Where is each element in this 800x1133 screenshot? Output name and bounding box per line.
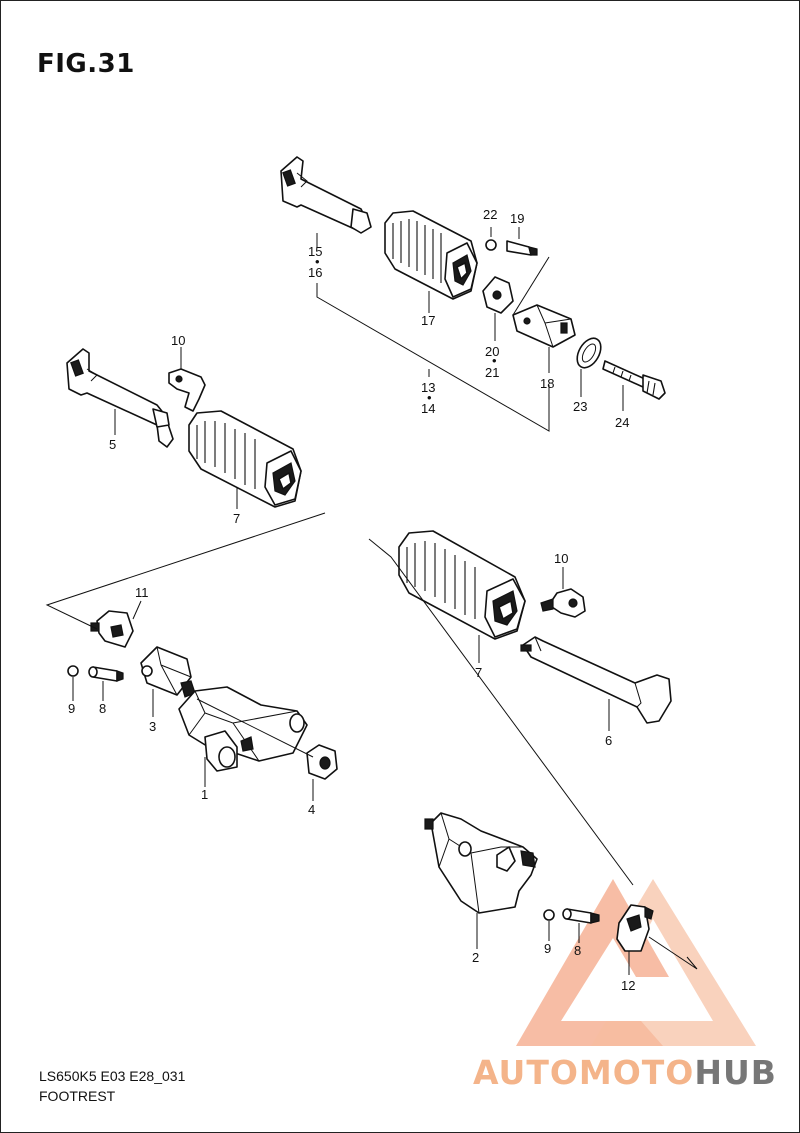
callout-8-right: 8: [574, 943, 581, 958]
callout-14: 14: [421, 401, 435, 416]
part-8-pin-left: [88, 666, 124, 682]
callout-13: 13: [421, 380, 435, 395]
callout-24: 24: [615, 415, 629, 430]
top-group-leader-lines: [316, 227, 624, 432]
callout-9-left: 9: [68, 701, 75, 716]
figure-title: FIG.31: [37, 49, 135, 79]
part-10-clip-right: [540, 588, 586, 618]
part-17-footrest-rubber: [384, 210, 478, 300]
callout-18: 18: [540, 376, 554, 391]
callout-11: 11: [135, 585, 149, 600]
callout-21: 21: [485, 365, 499, 380]
callout-19: 19: [510, 211, 524, 226]
callout-1: 1: [201, 787, 208, 802]
callout-4: 4: [308, 802, 315, 817]
part-9-cap-right: [543, 909, 555, 921]
part-8-pin-right: [562, 908, 600, 924]
part-22-washer: [485, 239, 497, 251]
watermark-logo: [516, 879, 756, 1046]
part-19-pin: [506, 240, 538, 256]
part-2-bracket: [424, 812, 538, 914]
callout-3: 3: [149, 719, 156, 734]
callout-labels: 15 • 16 17 22 19 20 • 21 18 13 • 14 23 2…: [68, 207, 635, 993]
watermark-part1: AUTOMOTO: [473, 1053, 695, 1092]
callout-23: 23: [573, 399, 587, 414]
callout-22: 22: [483, 207, 497, 222]
part-3-block: [140, 646, 196, 698]
callout-16: 16: [308, 265, 322, 280]
callout-9-right: 9: [544, 941, 551, 956]
part-23-washer: [576, 337, 602, 369]
part-7-footrest-rubber-right: [398, 530, 526, 640]
callout-2: 2: [472, 950, 479, 965]
callout-6: 6: [605, 733, 612, 748]
part-5-footrest-pin: [66, 348, 174, 448]
callout-10-right: 10: [554, 551, 568, 566]
part-7-footrest-rubber-left: [188, 410, 302, 508]
part-12-plate-right: [616, 904, 654, 952]
part-20-21-plate: [482, 276, 514, 314]
part-18-bracket: [512, 304, 576, 348]
callout-dot: •: [427, 390, 432, 405]
left-group-leader-lines: [45, 347, 326, 801]
callout-7-left: 7: [233, 511, 240, 526]
right-group-leader-lines: [368, 538, 698, 975]
watermark-part2: HUB: [694, 1053, 777, 1092]
callout-17: 17: [421, 313, 435, 328]
callout-12: 12: [621, 978, 635, 993]
part-24-bolt: [602, 360, 666, 400]
model-code: LS650K5 E03 E28_031: [39, 1068, 186, 1084]
callout-15: 15: [308, 244, 322, 259]
part-15-16-footrest-pin: [280, 156, 372, 234]
part-4-nut: [306, 744, 338, 780]
watermark-text: AUTOMOTOHUB: [473, 1053, 777, 1092]
callout-7-right: 7: [475, 665, 482, 680]
callout-10-left: 10: [171, 333, 185, 348]
callout-dot: •: [492, 353, 497, 368]
callout-8-left: 8: [99, 701, 106, 716]
part-11-plate-left: [90, 610, 134, 648]
part-6-footrest-pin-right: [520, 636, 672, 724]
section-name: FOOTREST: [39, 1088, 116, 1104]
callout-5: 5: [109, 437, 116, 452]
part-10-clip-left: [168, 368, 206, 412]
callout-dot: •: [315, 254, 320, 269]
part-9-cap-left: [67, 665, 79, 677]
callout-20: 20: [485, 344, 499, 359]
